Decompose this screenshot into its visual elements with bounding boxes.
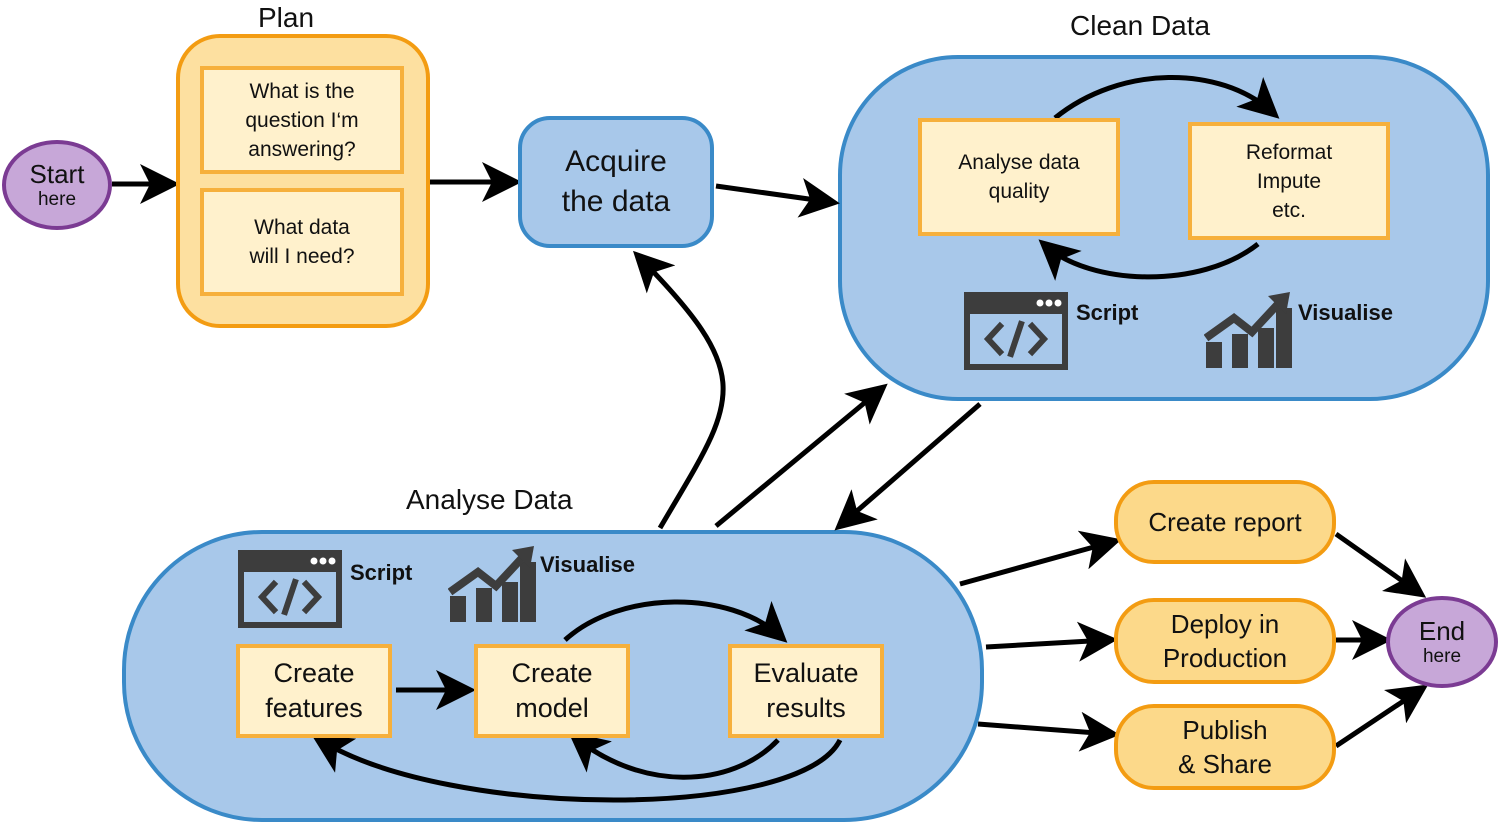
arrow-analyse-to-acquire xyxy=(632,250,726,530)
plan-title: Plan xyxy=(258,2,315,33)
reformat-box: Reformat Impute etc. xyxy=(1188,122,1390,240)
arrow-analyse-to-report xyxy=(959,530,1122,587)
create-features-box: Create features xyxy=(236,644,392,738)
plan-data-box: What data will I need? xyxy=(200,188,404,296)
analyse-visualise-label: Visualise xyxy=(540,552,635,577)
arrow-report-to-end xyxy=(1334,531,1427,598)
clean-script-label: Script xyxy=(1076,300,1139,325)
reformat-line: etc. xyxy=(1272,198,1306,222)
acquire-line: the data xyxy=(561,185,671,218)
acquire-line: Acquire xyxy=(565,145,667,178)
plan-data-line: What data xyxy=(254,216,350,239)
clean-visualise-label: Visualise xyxy=(1298,300,1393,325)
end-label: End xyxy=(1418,616,1466,646)
code-window-icon xyxy=(238,550,342,628)
code-window-icon xyxy=(964,292,1068,370)
plan-data-line: will I need? xyxy=(249,245,355,268)
plan-question-line: What is the xyxy=(249,79,355,103)
chart-trend-icon xyxy=(1204,292,1292,368)
model-line: model xyxy=(515,693,589,723)
arrow-reformat-to-quality xyxy=(1038,239,1260,281)
arrow-evaluate-to-model xyxy=(568,731,780,780)
start-node: Start here xyxy=(2,140,112,230)
evaluate-line: results xyxy=(766,693,846,723)
create-report-node: Create report xyxy=(1114,480,1336,564)
arrow-quality-to-reformat xyxy=(1053,75,1280,120)
publish-share-node: Publish & Share xyxy=(1114,704,1336,790)
plan-question-box: What is the question I‘m answering? xyxy=(200,66,404,174)
create-model-box: Create model xyxy=(474,644,630,738)
reformat-line: Impute xyxy=(1256,169,1322,193)
reformat-line: Reformat xyxy=(1245,140,1333,164)
quality-line: Analyse data xyxy=(958,151,1080,174)
publish-line: & Share xyxy=(1178,749,1272,779)
evaluate-line: Evaluate xyxy=(753,658,859,688)
clean-data-title: Clean Data xyxy=(1070,10,1211,41)
end-sublabel: here xyxy=(1422,646,1462,667)
deploy-line: Deploy in xyxy=(1170,609,1280,639)
arrow-clean-to-analyse xyxy=(834,402,982,531)
deploy-production-node: Deploy in Production xyxy=(1114,598,1336,684)
analyse-script-label: Script xyxy=(350,560,413,585)
deploy-line: Production xyxy=(1162,643,1288,673)
arrow-publish-to-end xyxy=(1334,684,1429,749)
report-label: Create report xyxy=(1148,507,1302,537)
start-sublabel: here xyxy=(37,189,77,210)
arrow-model-to-evaluate xyxy=(563,599,788,643)
arrow-analyse-to-publish xyxy=(977,711,1120,752)
arrow-evaluate-to-features xyxy=(311,734,843,803)
model-line: Create xyxy=(511,658,593,688)
evaluate-results-box: Evaluate results xyxy=(728,644,884,738)
analyse-quality-box: Analyse data quality xyxy=(918,118,1120,236)
arrow-analyse-to-clean xyxy=(714,383,888,528)
end-node: End here xyxy=(1386,596,1498,688)
acquire-data-box: Acquire the data xyxy=(518,116,714,248)
arrow-analyse-to-deploy xyxy=(985,621,1118,662)
start-label: Start xyxy=(29,159,85,189)
plan-question-line: answering? xyxy=(248,137,356,161)
features-line: Create xyxy=(273,658,355,688)
analyse-data-title: Analyse Data xyxy=(406,484,573,515)
publish-line: Publish xyxy=(1182,715,1268,745)
quality-line: quality xyxy=(988,180,1050,203)
chart-trend-icon xyxy=(448,546,536,622)
arrow-acquire-to-clean xyxy=(715,178,840,218)
features-line: features xyxy=(265,693,363,723)
plan-question-line: question I‘m xyxy=(245,108,359,132)
